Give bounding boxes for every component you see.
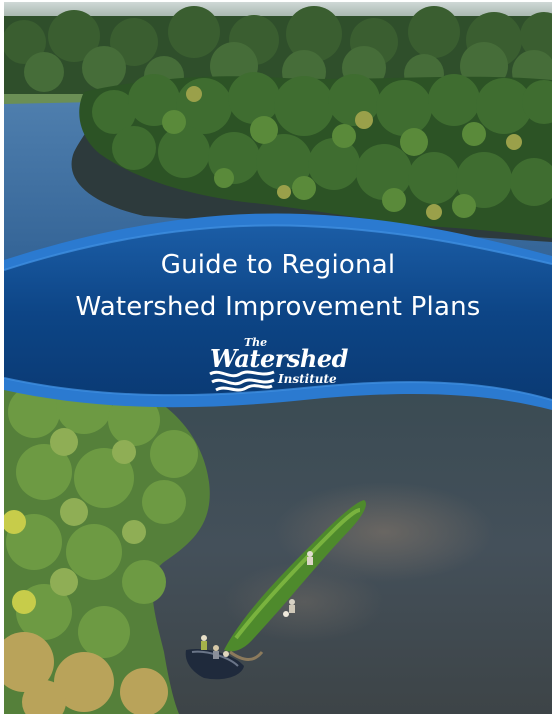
cover-title-line-1: Guide to Regional — [160, 250, 396, 280]
logo-institute-text: Institute — [278, 372, 337, 386]
cover-title-line-2: Watershed Improvement Plans — [75, 292, 481, 322]
logo-wave-icon — [209, 370, 275, 392]
logo-main-text: Watershed — [210, 344, 348, 373]
logo-the-text: The — [244, 336, 268, 349]
aerial-river-photo — [4, 2, 552, 714]
guide-cover: Guide to Regional Watershed Improvement … — [4, 2, 552, 714]
watershed-institute-logo: The Watershed Institute — [204, 336, 354, 398]
